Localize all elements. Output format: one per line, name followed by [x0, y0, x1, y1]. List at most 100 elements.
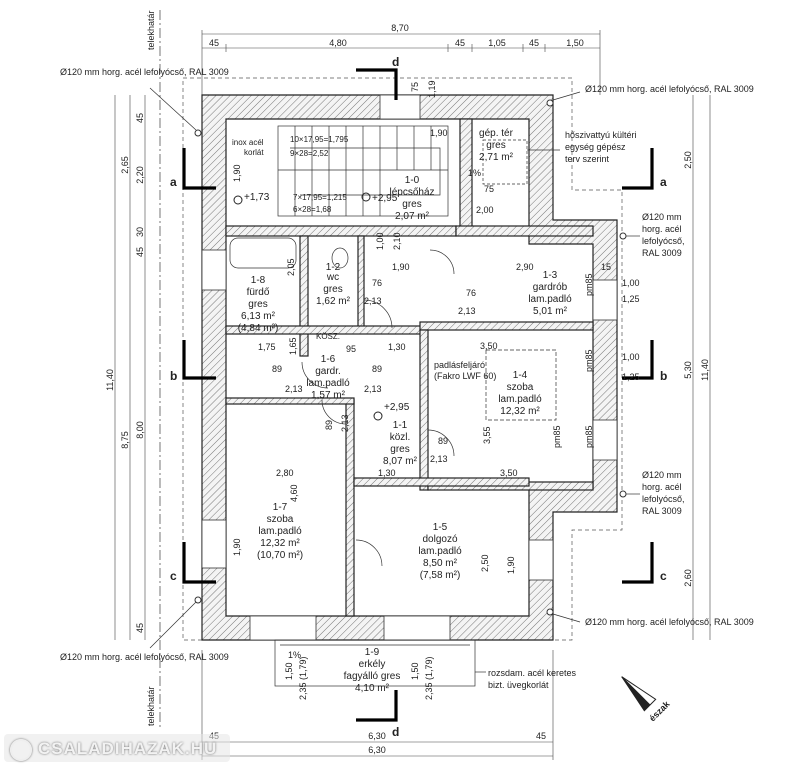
svg-text:8,50 m²: 8,50 m²: [423, 558, 458, 569]
svg-text:gres: gres: [402, 199, 421, 210]
svg-text:76: 76: [466, 288, 476, 298]
downpipe-note-right-lower: Ø120 mm: [642, 470, 682, 480]
downpipe-notes: Ø120 mm horg. acél lefolyócső, RAL 3009 …: [60, 67, 754, 662]
stair-steps-text: 7×17,95=1,215: [293, 193, 347, 202]
right-dimensions: 2,50 5,30 11,40 2,60: [683, 95, 711, 640]
svg-text:gres: gres: [323, 284, 342, 295]
svg-text:1,25: 1,25: [622, 372, 640, 382]
svg-text:1,25: 1,25: [622, 294, 640, 304]
svg-text:89: 89: [324, 420, 334, 430]
svg-text:2,80: 2,80: [276, 468, 294, 478]
watermark-badge: CSALADIHAZAK.HU: [4, 734, 230, 762]
svg-text:pm85: pm85: [584, 425, 594, 448]
site-line-label-bottom: telekhatár: [146, 686, 156, 726]
svg-text:1,65: 1,65: [288, 337, 298, 355]
svg-text:1,57 m²: 1,57 m²: [311, 390, 346, 401]
svg-text:pm85: pm85: [584, 273, 594, 296]
svg-text:6,13 m²: 6,13 m²: [241, 311, 276, 322]
house-logo-icon: [10, 739, 32, 761]
svg-text:3,50: 3,50: [500, 468, 518, 478]
svg-text:2,35 (1,79): 2,35 (1,79): [298, 656, 308, 700]
svg-text:2,05: 2,05: [286, 258, 296, 276]
svg-text:2,90: 2,90: [516, 262, 534, 272]
downpipe-note-top-left: Ø120 mm horg. acél lefolyócső, RAL 3009: [60, 67, 229, 77]
svg-text:1-7: 1-7: [273, 502, 288, 513]
svg-text:1,90: 1,90: [232, 164, 242, 182]
dim-right-part: 2,60: [683, 569, 693, 587]
section-label-a: a: [660, 175, 667, 189]
left-dimensions: 45 2,65 2,20 30 45 11,40 8,75 8,00 45: [105, 95, 146, 640]
dim-left-part: 8,00: [135, 421, 145, 439]
svg-text:1-3: 1-3: [543, 270, 558, 281]
railing-note: bizt. üvegkorlát: [488, 680, 549, 690]
svg-text:1,62 m²: 1,62 m²: [316, 296, 351, 307]
dim-left-part: 8,75: [120, 431, 130, 449]
svg-text:1-4: 1-4: [513, 370, 528, 381]
svg-text:2,35 (1,79): 2,35 (1,79): [424, 656, 434, 700]
svg-text:1,00: 1,00: [375, 232, 385, 250]
north-arrow: észak: [621, 676, 672, 723]
svg-text:2,13: 2,13: [364, 384, 382, 394]
level-label: +1,73: [244, 192, 270, 203]
downpipe-note-right-lower: horg. acél: [642, 482, 682, 492]
svg-text:75: 75: [484, 184, 494, 194]
svg-text:89: 89: [372, 364, 382, 374]
heat-pump-note: hőszivattyú kültéri egység gépész terv s…: [482, 130, 637, 185]
svg-text:1,50: 1,50: [284, 662, 294, 680]
svg-text:wc: wc: [326, 272, 339, 283]
svg-text:1,50: 1,50: [410, 662, 420, 680]
svg-text:gres: gres: [248, 299, 267, 310]
site-line-label-top: telekhatár: [146, 10, 156, 50]
svg-text:4,10 m²: 4,10 m²: [355, 683, 390, 694]
svg-text:89: 89: [438, 436, 448, 446]
dim-left-part: 45: [135, 113, 145, 123]
svg-text:fagyálló gres: fagyálló gres: [344, 671, 401, 682]
dim-right-part: 5,30: [683, 361, 693, 379]
room-1-0: 1-0 lépcsőház gres 2,07 m²: [389, 175, 434, 222]
svg-text:1-2: 1-2: [326, 262, 341, 273]
svg-text:2,13: 2,13: [364, 296, 382, 306]
inox-railing-label: inox acél: [232, 138, 264, 147]
section-label-c: c: [170, 569, 177, 583]
svg-text:2,07 m²: 2,07 m²: [395, 211, 430, 222]
svg-text:1,75: 1,75: [258, 342, 276, 352]
svg-text:3,50: 3,50: [480, 341, 498, 351]
dim-top-part: 4,80: [329, 38, 347, 48]
svg-text:3,55: 3,55: [482, 426, 492, 444]
svg-text:4,60: 4,60: [289, 484, 299, 502]
dim-top-part: 1,05: [488, 38, 506, 48]
svg-text:1,90: 1,90: [506, 556, 516, 574]
downpipe-note-right-upper: lefolyócső,: [642, 236, 685, 246]
dim-right-part: 2,50: [683, 151, 693, 169]
room-1-7: 1-7 szoba lam.padló 12,32 m² (10,70 m²): [257, 502, 303, 561]
dim-left-part: 2,65: [120, 156, 130, 174]
stair-steps-text: 9×28=2,52: [290, 149, 329, 158]
svg-text:gép. tér: gép. tér: [479, 128, 514, 139]
svg-text:szoba: szoba: [267, 514, 294, 525]
dim-top-part: 45: [209, 38, 219, 48]
downpipe-note-right-lower: RAL 3009: [642, 506, 682, 516]
svg-text:1-8: 1-8: [251, 275, 266, 286]
svg-text:közl.: közl.: [390, 432, 411, 443]
svg-text:lam.padló: lam.padló: [306, 378, 350, 389]
svg-text:1-0: 1-0: [405, 175, 420, 186]
balcony: [274, 639, 476, 687]
room-1-8: 1-8 fürdő gres 6,13 m² (4,84 m²): [238, 275, 279, 334]
svg-text:lam.padló: lam.padló: [528, 294, 572, 305]
inox-railing-label: korlát: [244, 148, 264, 157]
room-1-4: 1-4 szoba lam.padló 12,32 m²: [498, 370, 542, 417]
svg-text:2,71 m²: 2,71 m²: [479, 152, 514, 163]
svg-text:12,32 m²: 12,32 m²: [500, 406, 540, 417]
dim-total-width: 8,70: [391, 23, 409, 33]
bathtub-icon: [229, 237, 297, 269]
downpipe-note-top-right: Ø120 mm horg. acél lefolyócső, RAL 3009: [585, 84, 754, 94]
dim-top-part: 1,50: [566, 38, 584, 48]
svg-text:gres: gres: [390, 444, 409, 455]
staircase: 10×17,95=1,795 9×28=2,52 7×17,95=1,215 6…: [277, 125, 449, 217]
room-labels: 1-0 lépcsőház gres 2,07 m² gép. tér gres…: [238, 128, 572, 694]
svg-text:1,90: 1,90: [392, 262, 410, 272]
svg-text:gardrób: gardrób: [533, 282, 568, 293]
svg-text:1,00: 1,00: [622, 278, 640, 288]
svg-text:2,13: 2,13: [285, 384, 303, 394]
